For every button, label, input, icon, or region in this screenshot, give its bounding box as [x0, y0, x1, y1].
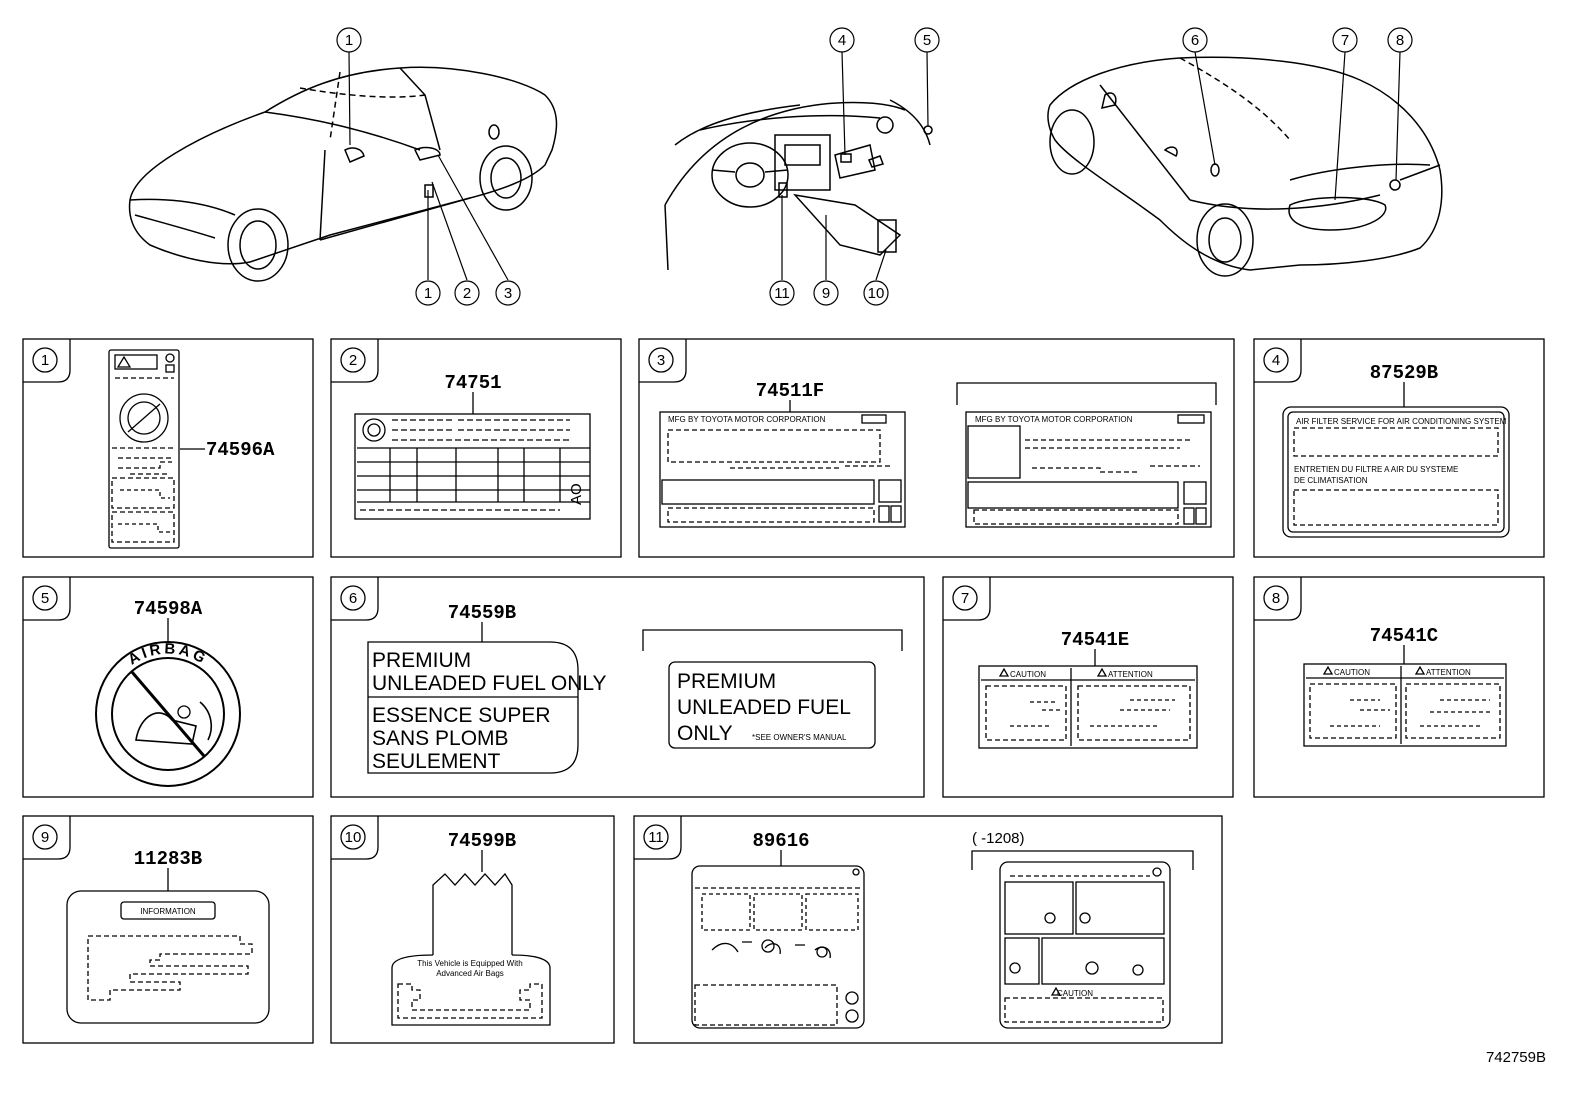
- fuel-line: UNLEADED FUEL ONLY: [372, 672, 607, 695]
- callout-label: 8: [1396, 32, 1404, 49]
- fuel-line: UNLEADED FUEL: [677, 696, 851, 719]
- callout-label: 6: [1191, 32, 1199, 49]
- callout-circle[interactable]: [813, 280, 839, 306]
- part-number: 74598A: [134, 598, 203, 620]
- callout-circle[interactable]: [769, 280, 795, 306]
- panel-2: 2 74751 AO: [330, 338, 622, 558]
- panel-6: 6 74559B PREMIUM UNLEADED FUEL ONLY ESSE…: [330, 576, 925, 798]
- callout-label: 5: [923, 32, 931, 49]
- part-number: 74541E: [1061, 629, 1129, 651]
- rear-car-illustration: [1047, 56, 1443, 277]
- callout-circle[interactable]: [495, 280, 521, 306]
- panel-11: 11 89616 ( -1208) CAUTION: [633, 815, 1223, 1044]
- top-callouts: 1 4 5 6 7 8: [336, 27, 1413, 201]
- part-number: 87529B: [1370, 362, 1438, 384]
- panel-3: 3 74511F MFG BY TOYOTA MOTOR CORPORATION…: [638, 338, 1235, 558]
- panel-index: 1: [41, 352, 49, 369]
- part-number: 74751: [444, 372, 501, 394]
- callout-circle[interactable]: [415, 280, 441, 306]
- label-text: DE CLIMATISATION: [1294, 476, 1368, 485]
- part-number: 74599B: [448, 830, 516, 852]
- callout-circle[interactable]: [914, 27, 940, 53]
- fuel-line: PREMIUM: [677, 670, 776, 693]
- part-number: 74559B: [448, 602, 516, 624]
- ring-text: AIRBAG: [125, 640, 210, 668]
- bottom-callouts: 1 2 3 11 9 10: [415, 154, 889, 306]
- caution-text: CAUTION: [1334, 668, 1370, 677]
- panel-index: 8: [1272, 590, 1280, 607]
- caution-text: CAUTION: [1057, 989, 1093, 998]
- fuel-line: ESSENCE SUPER: [372, 704, 551, 727]
- callout-circle[interactable]: [336, 27, 362, 53]
- panel-index: 4: [1272, 352, 1280, 369]
- panel-index: 11: [648, 829, 664, 846]
- panel-10: 10 74599B This Vehicle is Equipped With …: [330, 815, 615, 1044]
- fuel-note: *SEE OWNER'S MANUAL: [752, 733, 847, 742]
- diagram-code: 742759B: [1486, 1049, 1546, 1066]
- callout-label: 3: [504, 285, 512, 302]
- callout-label: 1: [424, 285, 432, 302]
- callout-circle[interactable]: [829, 27, 855, 53]
- part-number: 74596A: [206, 439, 275, 461]
- panel-8: 8 74541C CAUTION ATTENTION: [1253, 576, 1545, 798]
- panel-5: 5 74598A AIRBAG: [22, 576, 314, 798]
- fuel-line: ONLY: [677, 722, 733, 745]
- panel-7: 7 74541E CAUTION ATTENTION: [942, 576, 1234, 798]
- range-text: ( -1208): [972, 830, 1025, 847]
- interior-illustration: [664, 99, 933, 271]
- label-text: ENTRETIEN DU FILTRE A AIR DU SYSTEME: [1294, 465, 1458, 474]
- maker-line: MFG BY TOYOTA MOTOR CORPORATION: [975, 415, 1133, 424]
- panel-index: 2: [349, 352, 357, 369]
- front-car-illustration: [128, 66, 558, 282]
- panel-index: 10: [345, 829, 362, 846]
- maker-line: MFG BY TOYOTA MOTOR CORPORATION: [668, 415, 826, 424]
- callout-circle[interactable]: [1182, 27, 1208, 53]
- panel-9: 9 11283B INFORMATION: [22, 815, 314, 1044]
- label-text: AIR FILTER SERVICE FOR AIR CONDITIONING …: [1296, 417, 1507, 426]
- panel-index: 5: [41, 590, 49, 607]
- callout-label: 4: [838, 32, 846, 49]
- part-number: 89616: [752, 830, 809, 852]
- panel-index: 3: [657, 352, 665, 369]
- panel-index: 9: [41, 829, 49, 846]
- part-number: 74541C: [1370, 625, 1438, 647]
- callout-label: 1: [345, 32, 353, 49]
- caution-text: CAUTION: [1010, 670, 1046, 679]
- part-number: 11283B: [134, 848, 202, 870]
- callout-label: 9: [822, 285, 830, 302]
- fuel-line: PREMIUM: [372, 649, 471, 672]
- attention-text: ATTENTION: [1108, 670, 1153, 679]
- airbag-line: Advanced Air Bags: [436, 969, 504, 978]
- callout-label: 11: [774, 285, 790, 302]
- fuel-line: SEULEMENT: [372, 750, 501, 773]
- callout-circle[interactable]: [454, 280, 480, 306]
- fuel-line: SANS PLOMB: [372, 727, 509, 750]
- panel-1: 1 74596A: [22, 338, 314, 558]
- side-code: AO: [568, 483, 585, 505]
- info-tag: INFORMATION: [140, 907, 196, 916]
- attention-text: ATTENTION: [1426, 668, 1471, 677]
- callout-label: 7: [1341, 32, 1349, 49]
- callout-label: 2: [463, 285, 471, 302]
- callout-circle[interactable]: [863, 280, 889, 306]
- part-number: 74511F: [756, 380, 824, 402]
- panel-index: 7: [961, 590, 969, 607]
- airbag-line: This Vehicle is Equipped With: [417, 959, 522, 968]
- callout-circle[interactable]: [1387, 27, 1413, 53]
- callout-label: 10: [868, 285, 885, 302]
- panel-4: 4 87529B AIR FILTER SERVICE FOR AIR COND…: [1253, 338, 1545, 558]
- panel-index: 6: [349, 590, 357, 607]
- callout-circle[interactable]: [1332, 27, 1358, 53]
